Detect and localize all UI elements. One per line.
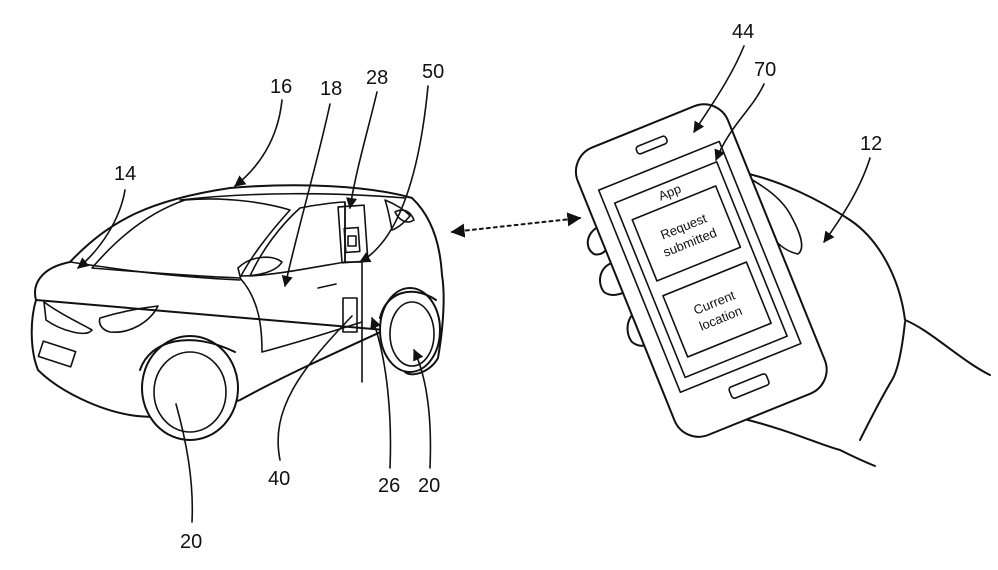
ref-16: 16 [270, 76, 292, 98]
ref-26: 26 [378, 475, 400, 497]
phone-screen [597, 140, 802, 394]
ref-18: 18 [320, 78, 342, 100]
ref-50: 50 [422, 61, 444, 83]
vehicle [30, 184, 445, 441]
ref-28: 28 [366, 67, 388, 89]
ref-20-rear: 20 [418, 475, 440, 497]
smartphone: App Request submitted Current location [574, 103, 828, 438]
app-window [613, 161, 788, 379]
phone-body [574, 103, 828, 438]
ref-44: 44 [732, 21, 754, 43]
phone-home-button [728, 373, 770, 400]
ref-70: 70 [754, 59, 776, 81]
ref-20-front: 20 [180, 531, 202, 553]
access-panel [337, 204, 369, 264]
storage-slot [342, 297, 358, 333]
side-window [249, 201, 346, 277]
reference-numerals: 14 16 18 28 50 40 26 20 20 44 70 12 [114, 21, 882, 553]
rear-window [384, 199, 411, 231]
windshield [91, 198, 291, 279]
ref-14: 14 [114, 163, 136, 185]
current-location-box [662, 261, 772, 358]
ref-12: 12 [860, 133, 882, 155]
headlight [98, 305, 159, 333]
phone-speaker [635, 135, 668, 155]
leader-lines [77, 85, 432, 523]
ref-40: 40 [268, 468, 290, 490]
vehicle-body-outline [30, 184, 445, 418]
wireless-link-arrow [450, 212, 582, 238]
request-submitted-box [631, 185, 742, 282]
